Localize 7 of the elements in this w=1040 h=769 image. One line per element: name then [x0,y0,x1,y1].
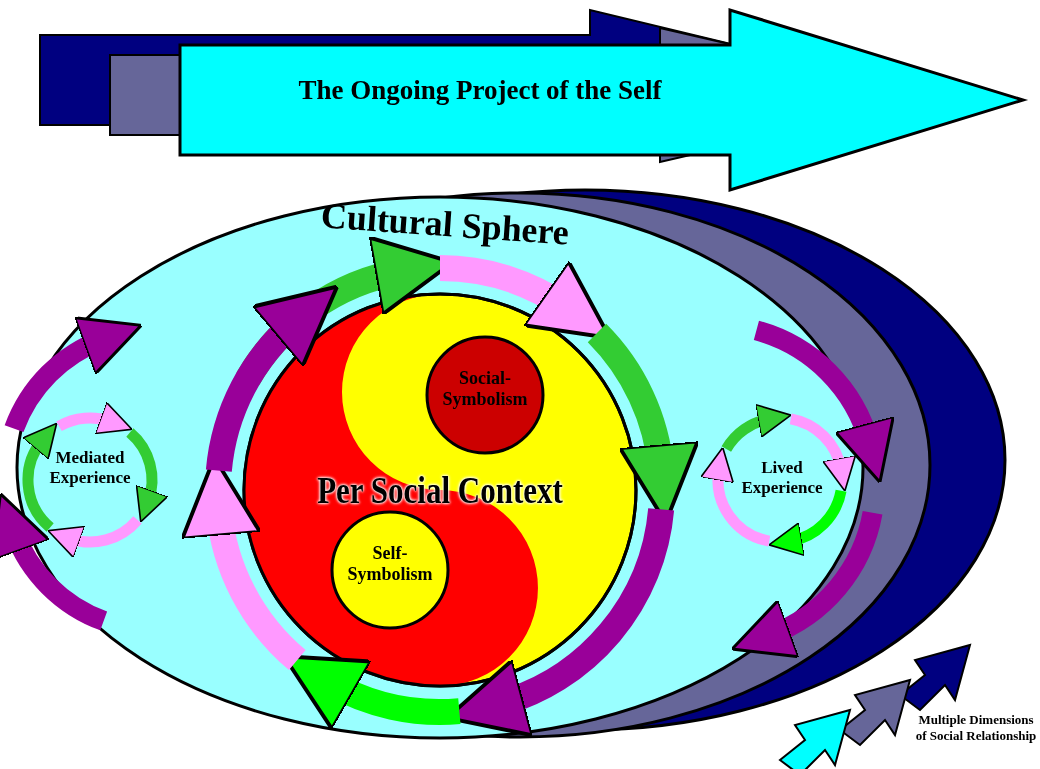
sphere-title: Cultural Sphere [318,194,572,255]
arrow-title: The Ongoing Project of the Self [297,75,663,106]
node-label: Mediated Experience [48,448,132,488]
node-label: Self-Symbolism [346,543,434,585]
node-label: Lived Experience [740,458,824,498]
node-label: Social-Symbolism [441,368,529,410]
caption-note: Multiple Dimensions of Social Relationship [915,712,1037,744]
